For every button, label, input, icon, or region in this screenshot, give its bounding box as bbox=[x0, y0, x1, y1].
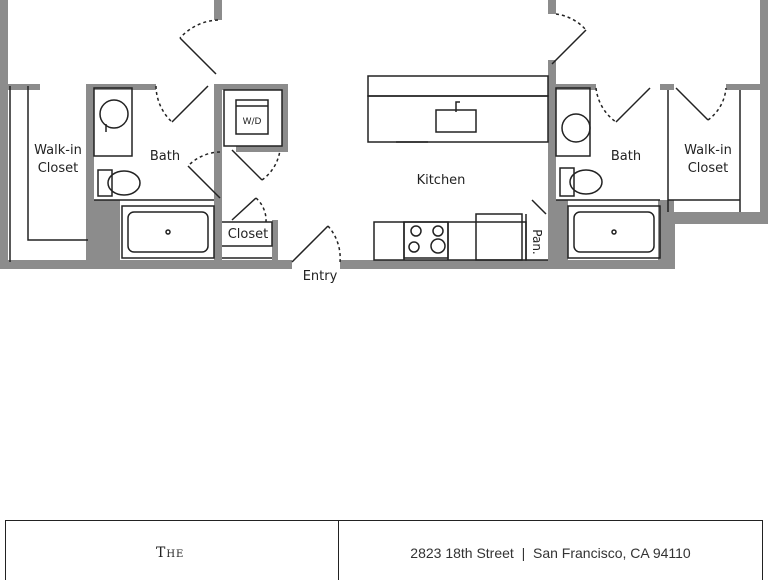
room-labels: Walk-in Closet Bath W/D Closet Entry Kit… bbox=[34, 117, 732, 284]
floor-plan: Walk-in Closet Bath W/D Closet Entry Kit… bbox=[0, 0, 768, 284]
fixtures bbox=[97, 99, 661, 259]
walk-in-closet-right-label: Walk-in bbox=[684, 143, 732, 158]
entry-label: Entry bbox=[303, 269, 338, 284]
bath-right-label: Bath bbox=[611, 149, 641, 164]
right-bath-sink bbox=[561, 113, 591, 143]
kitchen-label: Kitchen bbox=[417, 173, 466, 188]
walk-in-closet-left-label: Walk-in bbox=[34, 143, 82, 158]
right-toilet bbox=[559, 167, 603, 197]
footer-brand-cell: The bbox=[6, 521, 339, 580]
walls bbox=[0, 0, 768, 269]
pantry-label: Pan. bbox=[530, 229, 544, 254]
washer-dryer bbox=[235, 99, 269, 135]
wd-label: W/D bbox=[243, 117, 262, 127]
brand-logo-text: The bbox=[156, 545, 185, 561]
footer-bar: The 2823 18th Street | San Francisco, CA… bbox=[5, 520, 763, 580]
walk-in-closet-left-label-2: Closet bbox=[38, 161, 79, 176]
closet-label: Closet bbox=[228, 227, 269, 242]
footer-address-cell: 2823 18th Street | San Francisco, CA 941… bbox=[339, 521, 762, 580]
right-bathtub bbox=[567, 205, 661, 259]
left-bathtub bbox=[121, 205, 215, 259]
property-address: 2823 18th Street | San Francisco, CA 941… bbox=[410, 545, 691, 561]
walk-in-closet-right-label-2: Closet bbox=[688, 161, 729, 176]
kitchen-sink bbox=[435, 101, 477, 133]
left-bath-sink bbox=[99, 99, 129, 129]
left-toilet bbox=[97, 169, 141, 197]
doors bbox=[155, 13, 727, 263]
stove bbox=[403, 221, 449, 259]
bath-left-label: Bath bbox=[150, 149, 180, 164]
